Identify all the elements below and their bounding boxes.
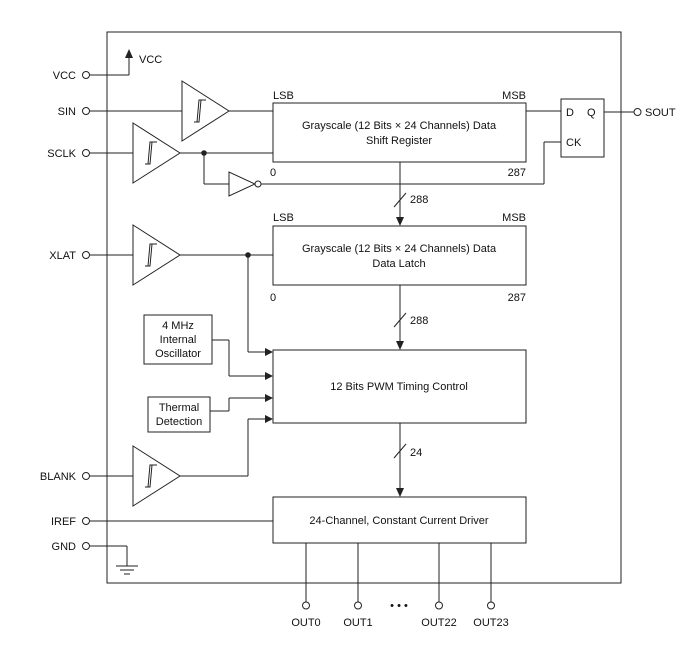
output-out1: OUT1 (343, 543, 373, 629)
data-latch-lsb: LSB (273, 212, 294, 224)
gnd-pin-label: GND (52, 541, 77, 553)
pwm-label: 12 Bits PWM Timing Control (330, 381, 468, 393)
bus-width-288-b: 288 (410, 315, 428, 327)
shift-register-bit-0: 0 (270, 167, 276, 179)
xlat-schmitt-buffer (132, 224, 181, 286)
bus-width-288-a: 288 (410, 194, 428, 206)
oscillator-line3: Oscillator (155, 348, 201, 360)
flip-flop-q: Q (587, 107, 596, 119)
iref-pin-label: IREF (51, 516, 76, 528)
shift-register-msb: MSB (502, 90, 526, 102)
output-label: OUT1 (343, 617, 372, 629)
shift-register: Grayscale (12 Bits × 24 Channels) Data S… (270, 90, 527, 179)
data-latch-title: Grayscale (12 Bits × 24 Channels) Data (302, 243, 497, 255)
xlat-pin: XLAT (49, 250, 133, 262)
oscillator-line2: Internal (160, 334, 197, 346)
shift-register-subtitle: Shift Register (366, 135, 432, 147)
sin-schmitt-buffer (181, 80, 230, 142)
flip-flop-d: D (566, 107, 574, 119)
thermal-line2: Detection (156, 416, 202, 428)
vcc-pin-label: VCC (53, 70, 76, 82)
internal-oscillator: 4 MHz Internal Oscillator (143, 314, 213, 365)
data-latch-bit-0: 0 (270, 292, 276, 304)
vcc-supply-label: VCC (139, 54, 162, 66)
sclk-pin: SCLK (47, 148, 133, 160)
shift-register-title: Grayscale (12 Bits × 24 Channels) Data (302, 120, 497, 132)
gnd-pin: GND (52, 541, 138, 575)
shift-register-lsb: LSB (273, 90, 294, 102)
data-latch-bit-287: 287 (508, 292, 526, 304)
vcc-pin: VCC VCC (53, 49, 162, 82)
d-flip-flop: D Q CK (560, 98, 605, 158)
thermal-detection: Thermal Detection (147, 396, 211, 433)
xlat-pin-label: XLAT (49, 250, 76, 262)
blank-pin-label: BLANK (40, 471, 77, 483)
data-latch-msb: MSB (502, 212, 526, 224)
bus-shift-to-latch: 288 (393, 162, 428, 226)
pwm-timing-control: 12 Bits PWM Timing Control (272, 349, 527, 424)
constant-current-driver: 24-Channel, Constant Current Driver (272, 496, 527, 544)
flip-flop-ck: CK (566, 137, 582, 149)
oscillator-line1: 4 MHz (162, 320, 194, 332)
output-label: OUT0 (291, 617, 320, 629)
sclk-schmitt-buffer (132, 122, 181, 184)
driver-label: 24-Channel, Constant Current Driver (309, 515, 488, 527)
data-latch-subtitle: Data Latch (372, 258, 425, 270)
output-out23: OUT23 (473, 543, 509, 629)
bus-width-24: 24 (410, 447, 422, 459)
sclk-pin-label: SCLK (47, 148, 76, 160)
sin-pin: SIN (58, 106, 182, 118)
bus-pwm-to-driver: 24 (393, 423, 422, 497)
thermal-line1: Thermal (159, 402, 199, 414)
output-label: OUT22 (421, 617, 456, 629)
shift-register-bit-287: 287 (508, 167, 526, 179)
sin-pin-label: SIN (58, 106, 76, 118)
sclk-inverter (228, 171, 262, 197)
outputs-ellipsis: • • • (390, 600, 408, 612)
sout-pin: SOUT (604, 107, 676, 119)
blank-schmitt-buffer (132, 445, 181, 507)
iref-pin: IREF (51, 516, 273, 528)
sout-pin-label: SOUT (645, 107, 676, 119)
output-out0: OUT0 (291, 543, 321, 629)
output-out22: OUT22 (421, 543, 457, 629)
output-label: OUT23 (473, 617, 508, 629)
blank-pin: BLANK (40, 471, 133, 483)
bus-latch-to-pwm: 288 (393, 285, 428, 350)
